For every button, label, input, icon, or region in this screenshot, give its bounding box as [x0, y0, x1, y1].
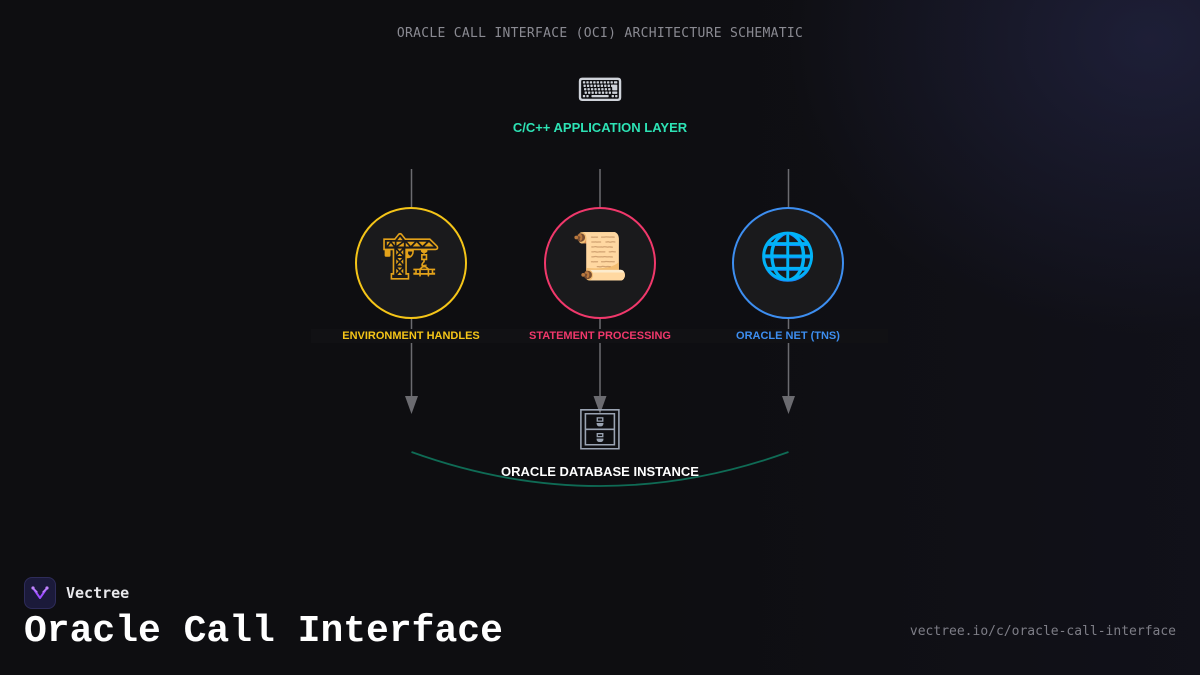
arrowhead-net [782, 396, 795, 414]
diagram-subtitle: ORACLE CALL INTERFACE (OCI) ARCHITECTURE… [396, 26, 804, 41]
page-url: vectree.io/c/oracle-call-interface [909, 624, 1176, 639]
file-cabinet-icon: 🗄 [574, 407, 626, 453]
node-oracle-net: 🌐 [732, 207, 844, 319]
keyboard-icon: ⌨ [576, 71, 624, 109]
node-label-statement-processing: STATEMENT PROCESSING [500, 329, 700, 343]
app-layer-label: C/C++ APPLICATION LAYER [512, 120, 688, 135]
construction-crane-icon: 🏗 [381, 229, 441, 283]
vectree-logo-icon [24, 577, 56, 609]
arrowhead-stmt [593, 396, 607, 414]
page-title: Oracle Call Interface [24, 610, 503, 653]
node-label-oracle-net: ORACLE NET (TNS) [688, 329, 888, 343]
database-block: 🗄 ORACLE DATABASE INSTANCE [450, 410, 750, 479]
app-layer-block: ⌨ C/C++ APPLICATION LAYER [450, 74, 750, 135]
node-statement-processing: 📜 [544, 207, 656, 319]
scroll-icon: 📜 [571, 229, 629, 283]
brand-name: Vectree [66, 584, 130, 602]
node-environment-handles: 🏗 [355, 207, 467, 319]
database-label: ORACLE DATABASE INSTANCE [501, 464, 699, 479]
arrowhead-env [405, 396, 418, 414]
database-arc [411, 451, 789, 487]
globe-icon: 🌐 [759, 229, 817, 283]
node-label-environment-handles: ENVIRONMENT HANDLES [311, 329, 511, 343]
brand: Vectree [24, 577, 129, 609]
